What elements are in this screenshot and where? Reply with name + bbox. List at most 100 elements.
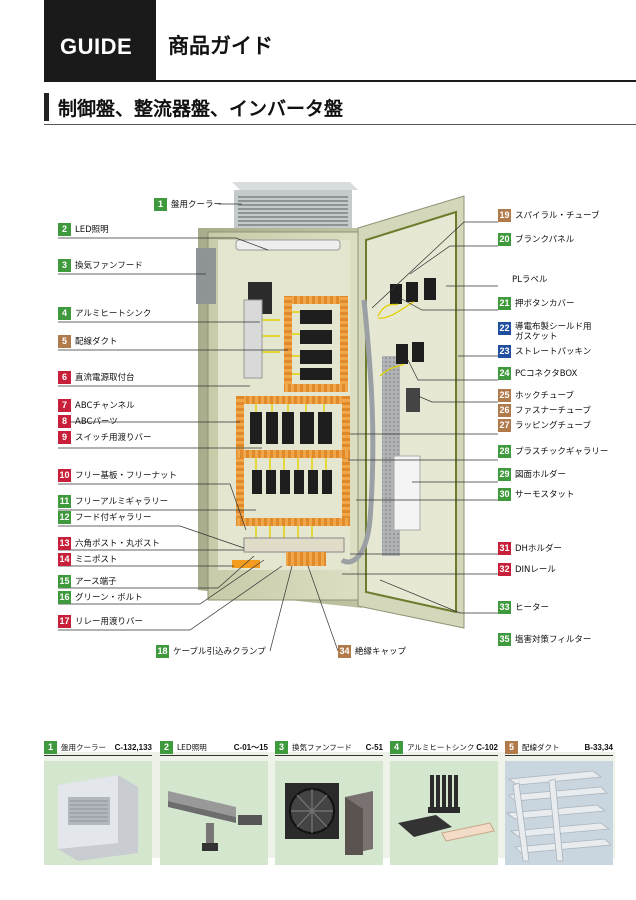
product-card-cooler[interactable]: 1 盤用クーラー C-132,133 — [44, 740, 152, 865]
callout-20: 20 ブランクパネル — [498, 232, 574, 246]
callout-label: アース端子 — [75, 577, 117, 587]
guide-tab-label: GUIDE — [60, 34, 133, 59]
callout-label: LED照明 — [75, 225, 109, 235]
breakers — [250, 310, 332, 494]
fan-hood-image — [275, 761, 383, 865]
callout-number: 15 — [58, 574, 71, 588]
callout-label: 盤用クーラー — [171, 200, 223, 210]
product-number: 1 — [44, 740, 57, 754]
callout-9: 9 スイッチ用渡りバー — [58, 430, 152, 444]
callout-10: 10 フリー基板・フリーナット — [58, 468, 177, 482]
callout-pl-label: PLラベル — [512, 272, 547, 286]
callout-label: プラスチックギャラリー — [515, 447, 609, 457]
callout-number: 3 — [58, 258, 71, 272]
callout-26: 26 ファスナーチューブ — [498, 403, 591, 417]
callout-number: 25 — [498, 388, 511, 402]
callout-label: グリーン・ボルト — [75, 593, 143, 603]
callout-13: 13 六角ポスト・丸ポスト — [58, 536, 160, 550]
product-card-fan-hood[interactable]: 3 換気ファンフード C-51 — [275, 740, 383, 865]
cabinet-door — [357, 195, 465, 629]
led-image — [160, 761, 268, 865]
callout-number: 6 — [58, 370, 71, 384]
product-card-wiring-duct[interactable]: 5 配線ダクト B-33,34 — [505, 740, 613, 865]
product-card-led[interactable]: 2 LED照明 C-01～15 — [160, 740, 268, 865]
terminal-block — [232, 537, 345, 568]
product-label: 配線ダクト — [522, 742, 560, 752]
callout-label: 直流電源取付台 — [75, 373, 135, 383]
callout-label: 絶縁キャップ — [355, 647, 407, 657]
callout-11: 11 フリーアルミギャラリー — [58, 494, 168, 508]
guide-tab: GUIDE — [44, 0, 156, 80]
product-number: 4 — [390, 740, 403, 754]
callout-number: 17 — [58, 614, 71, 628]
power-supply-mount — [243, 299, 263, 379]
callout-number: 2 — [58, 222, 71, 236]
product-card-heat-sink[interactable]: 4 アルミヒートシンク C-102 — [390, 740, 498, 865]
callout-label: DHホルダー — [515, 544, 562, 554]
callout-number: 26 — [498, 403, 511, 417]
callout-7: 7 ABCチャンネル — [58, 398, 135, 412]
callout-label: ブランクパネル — [515, 235, 575, 245]
callout-label: ストレートパッキン — [515, 347, 592, 357]
callout-number: 9 — [58, 430, 71, 444]
callout-number: 22 — [498, 322, 511, 335]
product-code: C-51 — [365, 742, 383, 752]
callout-label: フリーアルミギャラリー — [75, 497, 169, 507]
callout-label: ABCチャンネル — [75, 401, 135, 411]
callout-label: ケーブル引込みクランプ — [173, 647, 266, 657]
heat-sink-image — [390, 761, 498, 865]
callout-5: 5 配線ダクト — [58, 334, 118, 348]
callout-label: フード付ギャラリー — [75, 513, 152, 523]
callout-21: 21 押ボタンカバー — [498, 296, 575, 310]
leader-lines — [58, 203, 498, 652]
wires — [250, 311, 327, 540]
callout-27: 27 ラッピングチューブ — [498, 418, 591, 432]
led-light — [235, 239, 341, 251]
callout-number: 34 — [338, 644, 351, 658]
cable-bundle — [340, 299, 376, 565]
callout-24: 24 PCコネクタBOX — [498, 366, 577, 380]
product-code: C-102 — [476, 742, 498, 752]
callout-number: 19 — [498, 208, 511, 222]
callout-label: ファスナーチューブ — [515, 406, 591, 416]
door-switches — [390, 278, 436, 364]
callout-number: 10 — [58, 468, 71, 482]
callout-number: 4 — [58, 306, 71, 320]
callout-label: サーモスタット — [515, 490, 575, 500]
callout-3: 3 換気ファンフード — [58, 258, 143, 272]
callout-31: 31 DHホルダー — [498, 541, 562, 555]
callout-label: リレー用渡りバー — [75, 617, 144, 627]
callout-33: 33 ヒーター — [498, 600, 549, 614]
callout-32: 32 DINレール — [498, 562, 556, 576]
callout-number: 5 — [58, 334, 71, 348]
callout-number: 1 — [154, 197, 167, 211]
callout-label-line2: ガスケット — [515, 332, 558, 342]
callout-number: 16 — [58, 590, 71, 604]
callout-label: 図面ホルダー — [515, 470, 567, 480]
callout-1: 1 盤用クーラー — [154, 197, 222, 211]
callout-22: 22 導電布製シールド用 ガスケット — [498, 322, 592, 348]
wiring-ducts — [236, 296, 350, 526]
header-rule — [44, 80, 636, 82]
callout-number: 21 — [498, 296, 511, 310]
callout-label: PCコネクタBOX — [515, 369, 578, 379]
callout-16: 16 グリーン・ボルト — [58, 590, 143, 604]
callout-label: 塩害対策フィルター — [515, 635, 592, 645]
callout-label: ABCパーツ — [75, 417, 118, 427]
callout-label: ホックチューブ — [515, 391, 574, 401]
product-label: アルミヒートシンク — [407, 742, 475, 752]
callout-number: 31 — [498, 541, 511, 555]
callout-29: 29 図面ホルダー — [498, 467, 566, 481]
callout-label: フリー基板・フリーナット — [75, 471, 178, 481]
callout-number: 18 — [156, 644, 169, 658]
product-label: 換気ファンフード — [292, 742, 352, 752]
product-number: 3 — [275, 740, 288, 754]
callout-number: 23 — [498, 344, 511, 358]
callout-number: 30 — [498, 487, 511, 501]
callout-35: 35 塩害対策フィルター — [498, 632, 591, 646]
callout-label: アルミヒートシンク — [75, 309, 152, 319]
callout-18: 18 ケーブル引込みクランプ — [156, 644, 266, 658]
callout-number: 29 — [498, 467, 511, 481]
product-code: C-01～15 — [233, 742, 268, 752]
callout-number: 33 — [498, 600, 511, 614]
